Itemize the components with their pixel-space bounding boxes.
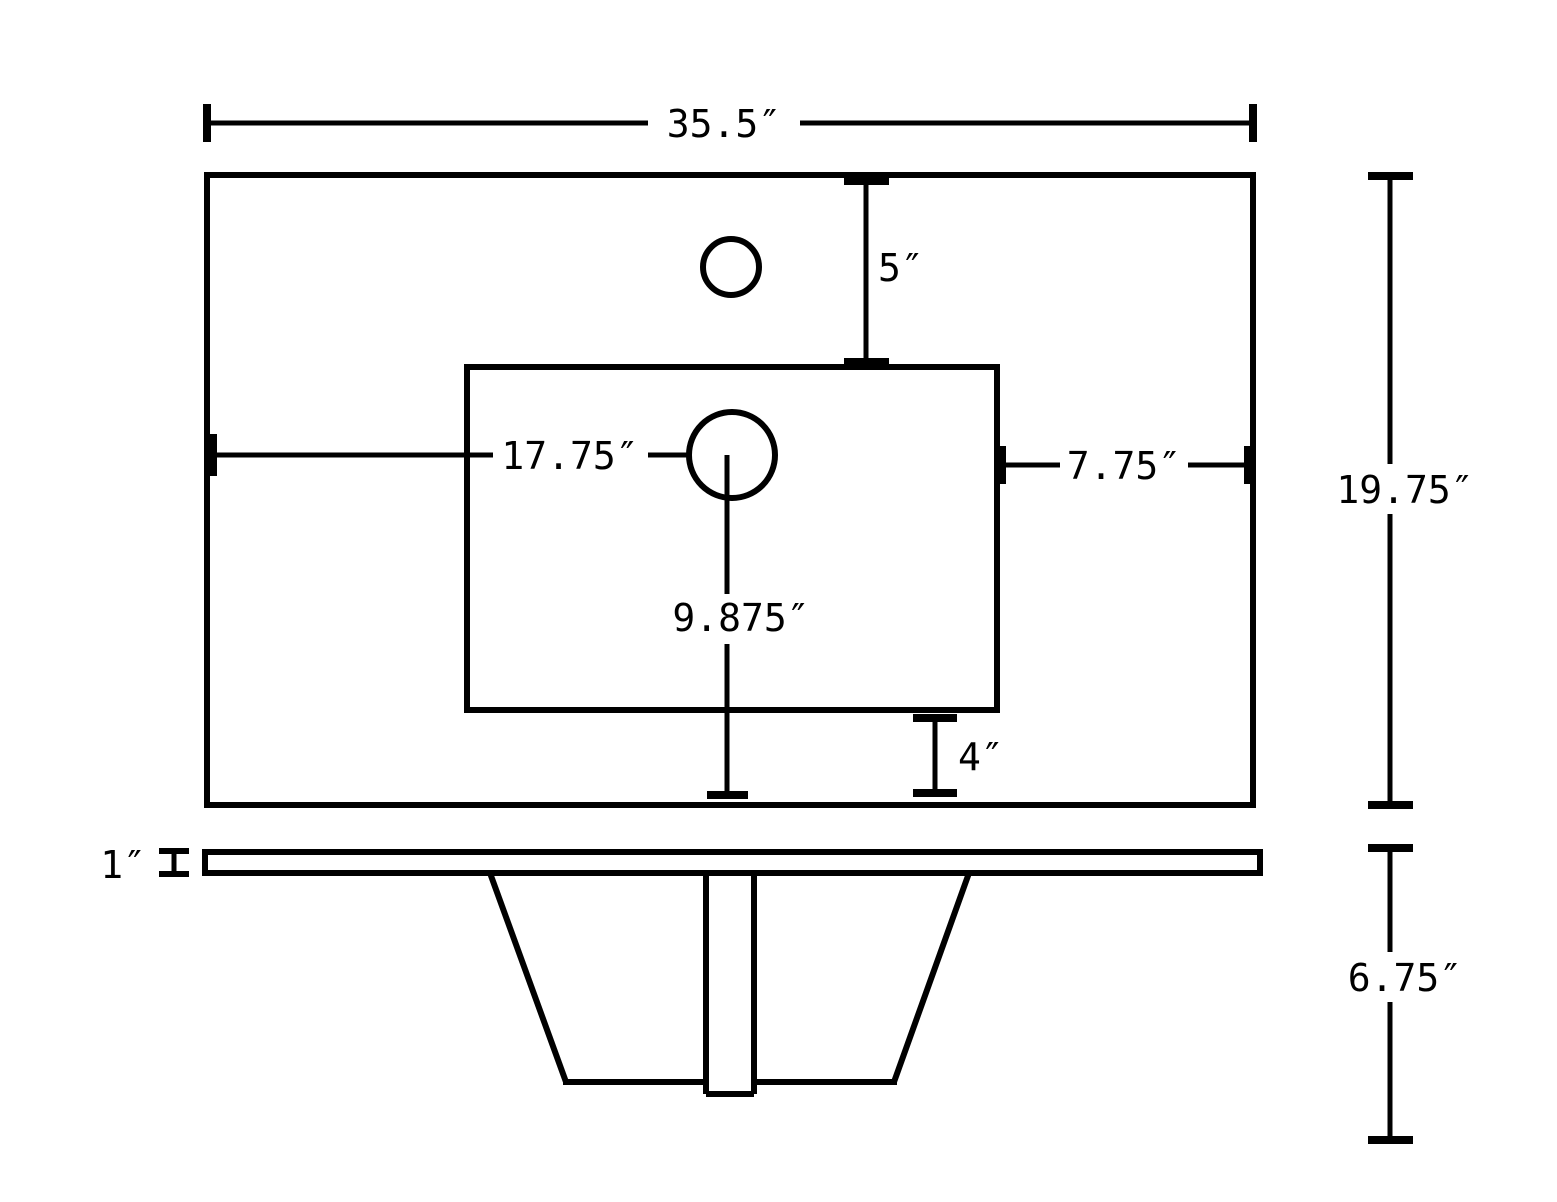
bowl-left-slope <box>487 871 569 1084</box>
dim-bowl-depth: 6.75″ <box>1348 844 1462 1144</box>
dim-deck-thickness-label: 1″ <box>100 843 146 887</box>
dim-bowl-front-gap-label: 4″ <box>958 735 1004 779</box>
deck-profile <box>202 849 1263 876</box>
sink-outline <box>204 172 1256 808</box>
dim-bowl-right-gap-label: 7.75″ <box>1067 444 1181 488</box>
bowl-profile <box>487 871 972 1097</box>
dim-bowl-front-gap: 4″ <box>913 714 1004 797</box>
faucet-hole <box>700 236 762 298</box>
top-view: 35.5″ 5″ 17.75″ <box>203 102 1474 809</box>
dim-overall-width-label: 35.5″ <box>667 102 781 146</box>
dim-overall-depth-label: 19.75″ <box>1336 468 1473 512</box>
dim-overall-width: 35.5″ <box>203 102 1257 146</box>
dim-bowl-right-gap: 7.75″ <box>998 444 1252 488</box>
dim-overall-depth: 19.75″ <box>1336 172 1474 809</box>
dim-drain-from-left: 17.75″ <box>209 434 689 478</box>
bowl-right-slope <box>891 871 972 1084</box>
dim-faucet-offset-label: 5″ <box>878 246 924 290</box>
drain-hole <box>686 409 778 501</box>
dim-faucet-offset: 5″ <box>844 177 924 366</box>
dim-drain-from-left-label: 17.75″ <box>501 434 638 478</box>
dim-bowl-depth-label: 6.75″ <box>1348 956 1462 1000</box>
front-view: 1″ 6.75″ <box>100 843 1462 1144</box>
bowl-outline <box>464 364 1000 713</box>
dim-drain-to-front-label: 9.875″ <box>672 596 809 640</box>
dim-deck-thickness: 1″ <box>100 843 189 887</box>
dim-drain-to-front: 9.875″ <box>672 455 810 799</box>
